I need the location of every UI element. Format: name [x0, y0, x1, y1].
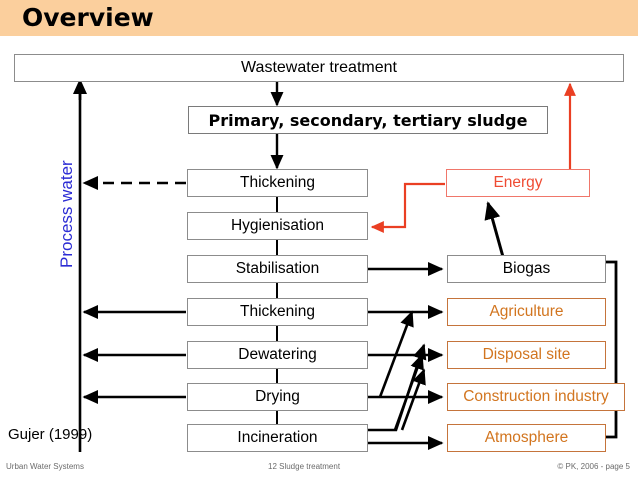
box-label: Agriculture [489, 303, 564, 320]
box-hygienisation[interactable]: Hygienisation [187, 212, 368, 240]
box-sludge[interactable]: Primary, secondary, tertiary sludge [188, 106, 548, 134]
box-label: Hygienisation [230, 217, 325, 234]
box-label: Primary, secondary, tertiary sludge [208, 110, 528, 130]
box-label: Drying [255, 388, 300, 405]
box-disposal-site[interactable]: Disposal site [447, 341, 606, 369]
box-label: Disposal site [482, 346, 571, 363]
footer-left: Urban Water Systems [6, 462, 84, 471]
box-label: Atmosphere [484, 429, 569, 446]
box-label: Thickening [240, 174, 315, 191]
box-wastewater-treatment[interactable]: Wastewater treatment [14, 54, 624, 82]
footer-middle: 12 Sludge treatment [268, 462, 341, 471]
box-dewatering[interactable]: Dewatering [187, 341, 368, 369]
citation: Gujer (1999) [8, 426, 93, 443]
box-label: Construction industry [463, 388, 609, 405]
box-label: Biogas [502, 260, 551, 277]
box-drying[interactable]: Drying [187, 383, 368, 411]
box-thickening-1[interactable]: Thickening [187, 169, 368, 197]
box-label: Dewatering [238, 346, 317, 363]
box-stabilisation[interactable]: Stabilisation [187, 255, 368, 283]
page-title: Overview [22, 3, 154, 32]
box-label: Thickening [240, 303, 315, 320]
box-label: Wastewater treatment [241, 59, 397, 76]
process-water-label: Process water [57, 160, 76, 268]
box-thickening-2[interactable]: Thickening [187, 298, 368, 326]
box-label: Incineration [237, 429, 318, 446]
box-biogas[interactable]: Biogas [447, 255, 606, 283]
box-label: Stabilisation [235, 260, 320, 277]
footer-right: © PK, 2006 - page 5 [557, 462, 630, 471]
box-atmosphere[interactable]: Atmosphere [447, 424, 606, 452]
box-label: Energy [493, 174, 543, 191]
box-incineration[interactable]: Incineration [187, 424, 368, 452]
box-construction-industry[interactable]: Construction industry [447, 383, 625, 411]
box-agriculture[interactable]: Agriculture [447, 298, 606, 326]
box-energy[interactable]: Energy [446, 169, 590, 197]
title-bar [0, 0, 638, 36]
